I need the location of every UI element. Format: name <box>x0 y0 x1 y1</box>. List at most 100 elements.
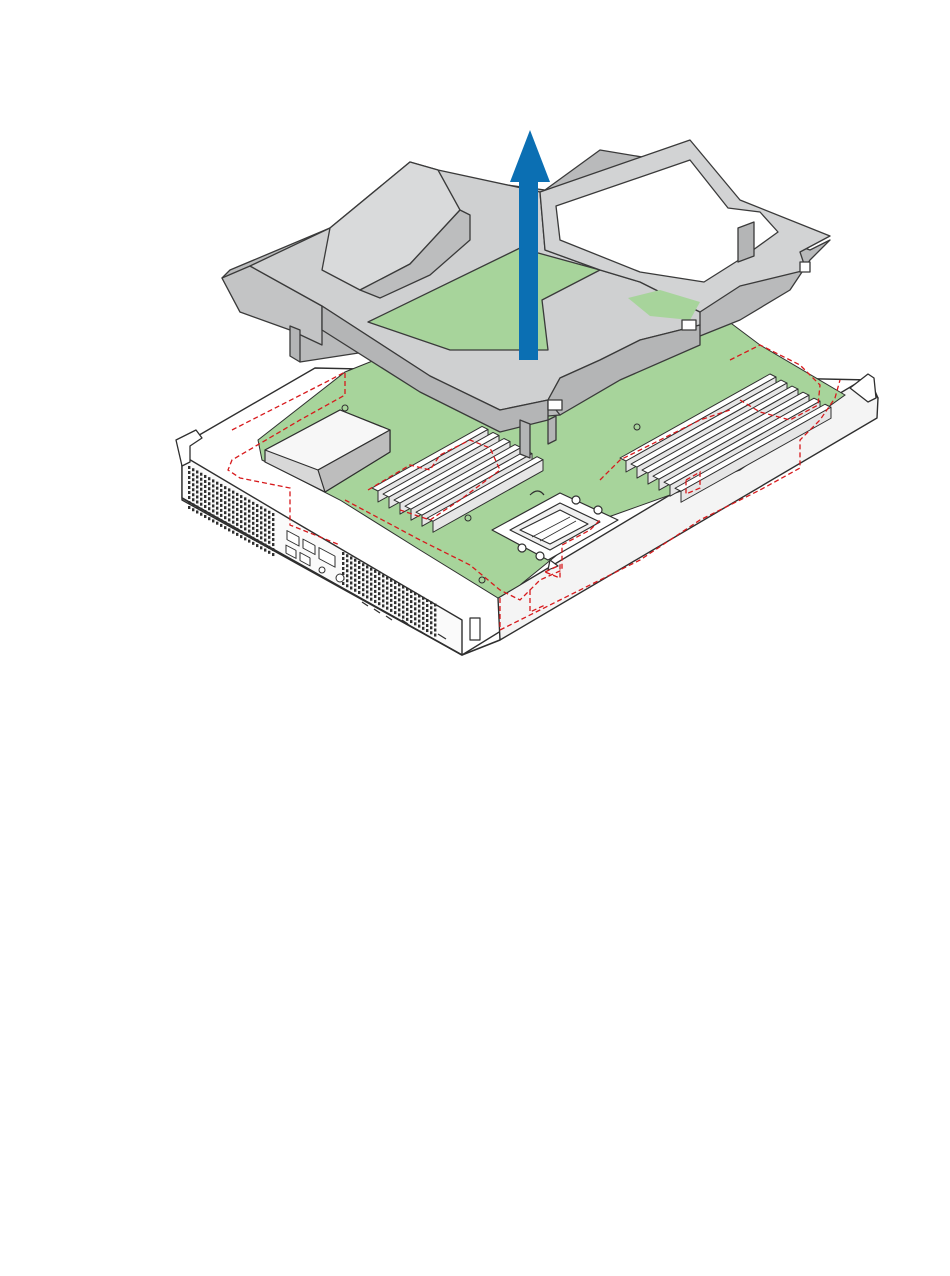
vent-hole <box>232 511 234 514</box>
vent-hole <box>260 526 262 529</box>
vent-hole <box>196 500 198 503</box>
vent-hole <box>216 487 218 490</box>
vent-hole <box>346 554 348 557</box>
vent-hole <box>244 532 246 535</box>
vent-hole <box>260 546 262 549</box>
vent-hole <box>252 507 254 510</box>
vent-hole <box>358 591 360 594</box>
vent-hole <box>228 498 230 501</box>
vent-hole <box>394 601 396 604</box>
vent-hole <box>236 513 238 516</box>
vent-hole <box>240 535 242 538</box>
vent-hole <box>256 544 258 547</box>
vent-hole <box>410 610 412 613</box>
vent-hole <box>260 511 262 514</box>
vent-hole <box>402 596 404 599</box>
vent-hole <box>244 507 246 510</box>
vent-hole <box>350 586 352 589</box>
vent-hole <box>406 618 408 621</box>
vent-hole <box>236 493 238 496</box>
vent-hole <box>422 607 424 610</box>
vent-hole <box>382 584 384 587</box>
vent-hole <box>224 521 226 524</box>
vent-hole <box>426 619 428 622</box>
vent-hole <box>192 473 194 476</box>
vent-hole <box>240 520 242 523</box>
vent-hole <box>236 533 238 536</box>
vent-hole <box>216 507 218 510</box>
vent-hole <box>426 614 428 617</box>
vent-hole <box>418 605 420 608</box>
vent-hole <box>216 517 218 520</box>
vent-hole <box>342 552 344 555</box>
vent-hole <box>188 496 190 499</box>
vent-hole <box>350 561 352 564</box>
vent-hole <box>200 483 202 486</box>
vent-hole <box>426 599 428 602</box>
vent-hole <box>366 590 368 593</box>
vent-hole <box>200 503 202 506</box>
vent-hole <box>252 537 254 540</box>
vent-hole <box>204 505 206 508</box>
vent-hole <box>398 583 400 586</box>
vent-hole <box>430 606 432 609</box>
vent-hole <box>228 493 230 496</box>
vent-hole <box>414 617 416 620</box>
vent-hole <box>236 528 238 531</box>
vent-hole <box>204 480 206 483</box>
vent-hole <box>264 534 266 537</box>
vent-hole <box>224 501 226 504</box>
vent-hole <box>204 510 206 513</box>
vent-hole <box>430 601 432 604</box>
vent-hole <box>256 504 258 507</box>
vent-hole <box>268 541 270 544</box>
vent-hole <box>268 536 270 539</box>
vent-hole <box>220 504 222 507</box>
vent-hole <box>224 506 226 509</box>
vent-hole <box>260 541 262 544</box>
vent-hole <box>220 494 222 497</box>
vent-hole <box>272 533 274 536</box>
vent-hole <box>268 511 270 514</box>
vent-hole <box>252 527 254 530</box>
vent-hole <box>260 536 262 539</box>
vent-hole <box>366 565 368 568</box>
vent-hole <box>212 504 214 507</box>
vent-hole <box>240 505 242 508</box>
vent-hole <box>434 624 436 627</box>
vent-hole <box>358 576 360 579</box>
vent-hole <box>272 523 274 526</box>
vent-hole <box>414 612 416 615</box>
vent-hole <box>422 622 424 625</box>
vent-hole <box>228 488 230 491</box>
vent-hole <box>224 486 226 489</box>
vent-hole <box>390 579 392 582</box>
vent-hole <box>268 551 270 554</box>
vent-hole <box>350 576 352 579</box>
vent-hole <box>212 479 214 482</box>
vent-hole <box>434 604 436 607</box>
vent-hole <box>216 502 218 505</box>
vent-hole <box>402 606 404 609</box>
vent-hole <box>410 595 412 598</box>
vent-hole <box>248 505 250 508</box>
vent-hole <box>220 524 222 527</box>
vent-hole <box>236 503 238 506</box>
vent-hole <box>362 593 364 596</box>
vent-hole <box>390 609 392 612</box>
vent-hole <box>204 475 206 478</box>
vent-hole <box>382 589 384 592</box>
vent-hole <box>248 525 250 528</box>
vent-hole <box>354 574 356 577</box>
vent-hole <box>418 595 420 598</box>
vent-hole <box>346 569 348 572</box>
vent-hole <box>236 508 238 511</box>
vent-hole <box>366 595 368 598</box>
vent-hole <box>200 508 202 511</box>
vent-hole <box>366 575 368 578</box>
vent-hole <box>220 519 222 522</box>
vent-hole <box>264 509 266 512</box>
vent-hole <box>192 508 194 511</box>
vent-hole <box>212 494 214 497</box>
vent-hole <box>358 571 360 574</box>
